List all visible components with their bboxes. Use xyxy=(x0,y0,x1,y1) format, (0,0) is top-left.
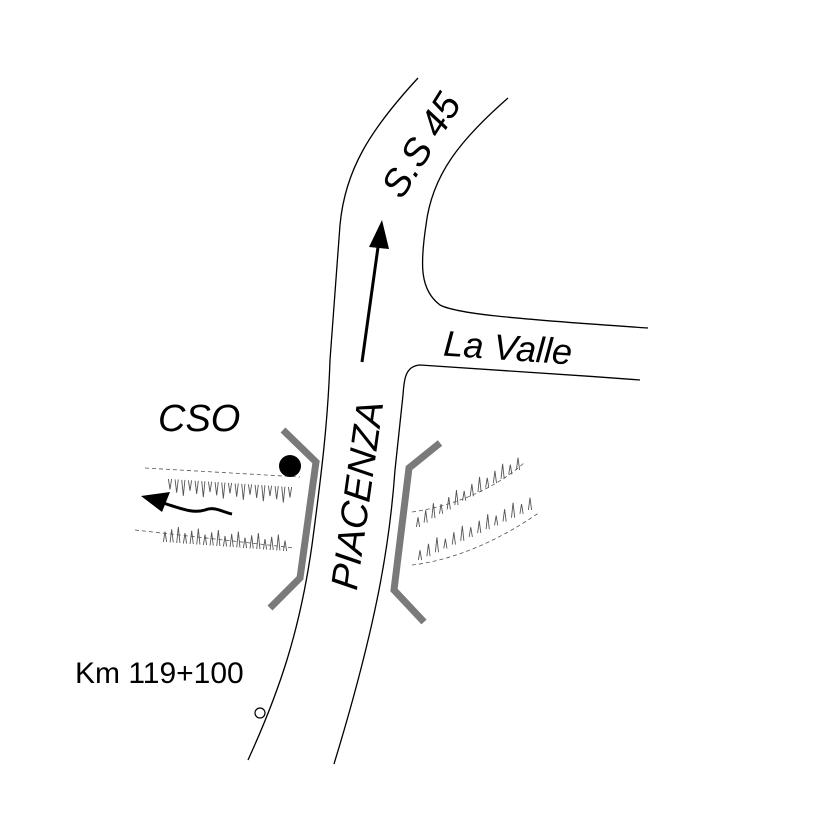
side-road-south-edge xyxy=(333,364,641,765)
hatch-mark xyxy=(443,538,448,549)
hatch-mark xyxy=(176,526,181,544)
side-road-label: La Valle xyxy=(442,323,573,373)
flow-arrow-icon xyxy=(141,492,233,516)
chainage-label: Km 119+100 xyxy=(75,657,244,690)
hatch-mark xyxy=(202,534,208,546)
main-road-west-edge xyxy=(247,77,419,761)
hatch-mark xyxy=(439,504,444,514)
hatch-mark xyxy=(485,514,490,530)
hatch-mark xyxy=(194,480,199,495)
hatch-mark xyxy=(469,483,474,497)
hatch-mark xyxy=(468,527,473,537)
hatch-mark xyxy=(256,532,261,550)
hatch-mark xyxy=(182,533,188,544)
hatch-mark xyxy=(287,486,293,498)
embankment-hatching xyxy=(167,478,293,503)
bridge xyxy=(267,427,443,625)
km-marker-icon xyxy=(254,707,266,719)
main-road-east-edge xyxy=(421,97,649,329)
hatch-mark xyxy=(167,478,173,490)
route-label: S.S 45 xyxy=(374,85,471,205)
hatch-mark xyxy=(282,540,288,552)
hatch-mark xyxy=(181,479,186,496)
hatch-mark xyxy=(511,502,516,518)
hatch-mark xyxy=(162,531,168,543)
hatch-mark xyxy=(189,530,194,545)
hatch-mark xyxy=(415,517,421,528)
hatch-mark xyxy=(209,532,214,546)
arrow-up-icon xyxy=(360,220,389,363)
hatch-mark xyxy=(227,482,233,494)
road-name-label: PIACENZA xyxy=(324,398,392,592)
hatch-mark xyxy=(236,531,241,548)
hatch-mark xyxy=(477,520,482,534)
bridge-parapet-east xyxy=(390,440,443,625)
hatch-mark xyxy=(274,486,279,500)
main-road xyxy=(247,77,649,765)
embankment-hatching xyxy=(415,457,521,528)
hatch-mark xyxy=(500,463,505,479)
hatch-mark xyxy=(462,490,467,501)
hatch-mark xyxy=(201,481,206,498)
hatch-mark xyxy=(423,510,428,523)
hatch-mark xyxy=(269,536,274,551)
hatch-mark xyxy=(519,504,524,514)
hatch-mark xyxy=(454,490,459,506)
hatch-mark xyxy=(241,483,246,500)
hatch-mark xyxy=(267,485,273,497)
hatch-mark xyxy=(169,529,174,543)
hatch-mark xyxy=(431,503,436,519)
hatch-mark xyxy=(216,529,221,547)
hatch-mark xyxy=(417,550,423,561)
hatch-mark xyxy=(426,543,431,557)
hatch-mark xyxy=(261,485,266,502)
hatch-mark xyxy=(451,532,456,545)
hatch-mark xyxy=(262,539,268,550)
hatch-mark xyxy=(502,509,507,522)
stream-west-bank-bottom xyxy=(134,529,296,549)
hatch-mark xyxy=(281,486,286,503)
hatch-mark xyxy=(492,470,497,484)
hatch-mark xyxy=(494,515,499,526)
stream-east-bank-bottom xyxy=(411,511,541,566)
hatch-mark xyxy=(242,537,248,549)
hatch-mark xyxy=(249,535,254,549)
hatch-mark xyxy=(485,477,490,488)
hatch-mark xyxy=(174,479,179,493)
hatch-mark xyxy=(446,497,451,510)
hatch-mark xyxy=(515,457,521,471)
hatch-mark xyxy=(214,482,219,496)
hatch-mark xyxy=(276,534,281,551)
hatch-mark xyxy=(207,481,213,493)
stream-channel xyxy=(134,457,541,566)
discharge-point-icon xyxy=(279,455,301,477)
embankment-hatching xyxy=(162,526,288,552)
hatch-mark xyxy=(527,497,533,511)
hatch-mark xyxy=(434,537,439,553)
bridge-parapet-west xyxy=(267,427,320,611)
hatch-mark xyxy=(221,482,226,499)
hatch-mark xyxy=(460,525,465,541)
hatch-mark xyxy=(187,480,193,491)
hatch-mark xyxy=(508,464,513,475)
hatch-mark xyxy=(196,528,201,545)
hatch-mark xyxy=(477,476,482,492)
hatch-mark xyxy=(222,536,228,547)
stream-east-bank-top xyxy=(411,461,526,513)
stream-west-bank-top xyxy=(144,467,301,478)
embankment-hatching xyxy=(417,497,533,561)
hatch-mark xyxy=(247,484,253,495)
hatch-mark xyxy=(254,484,259,499)
hatch-mark xyxy=(229,533,234,548)
cso-label: CSO xyxy=(158,398,240,440)
hatch-mark xyxy=(234,483,239,497)
